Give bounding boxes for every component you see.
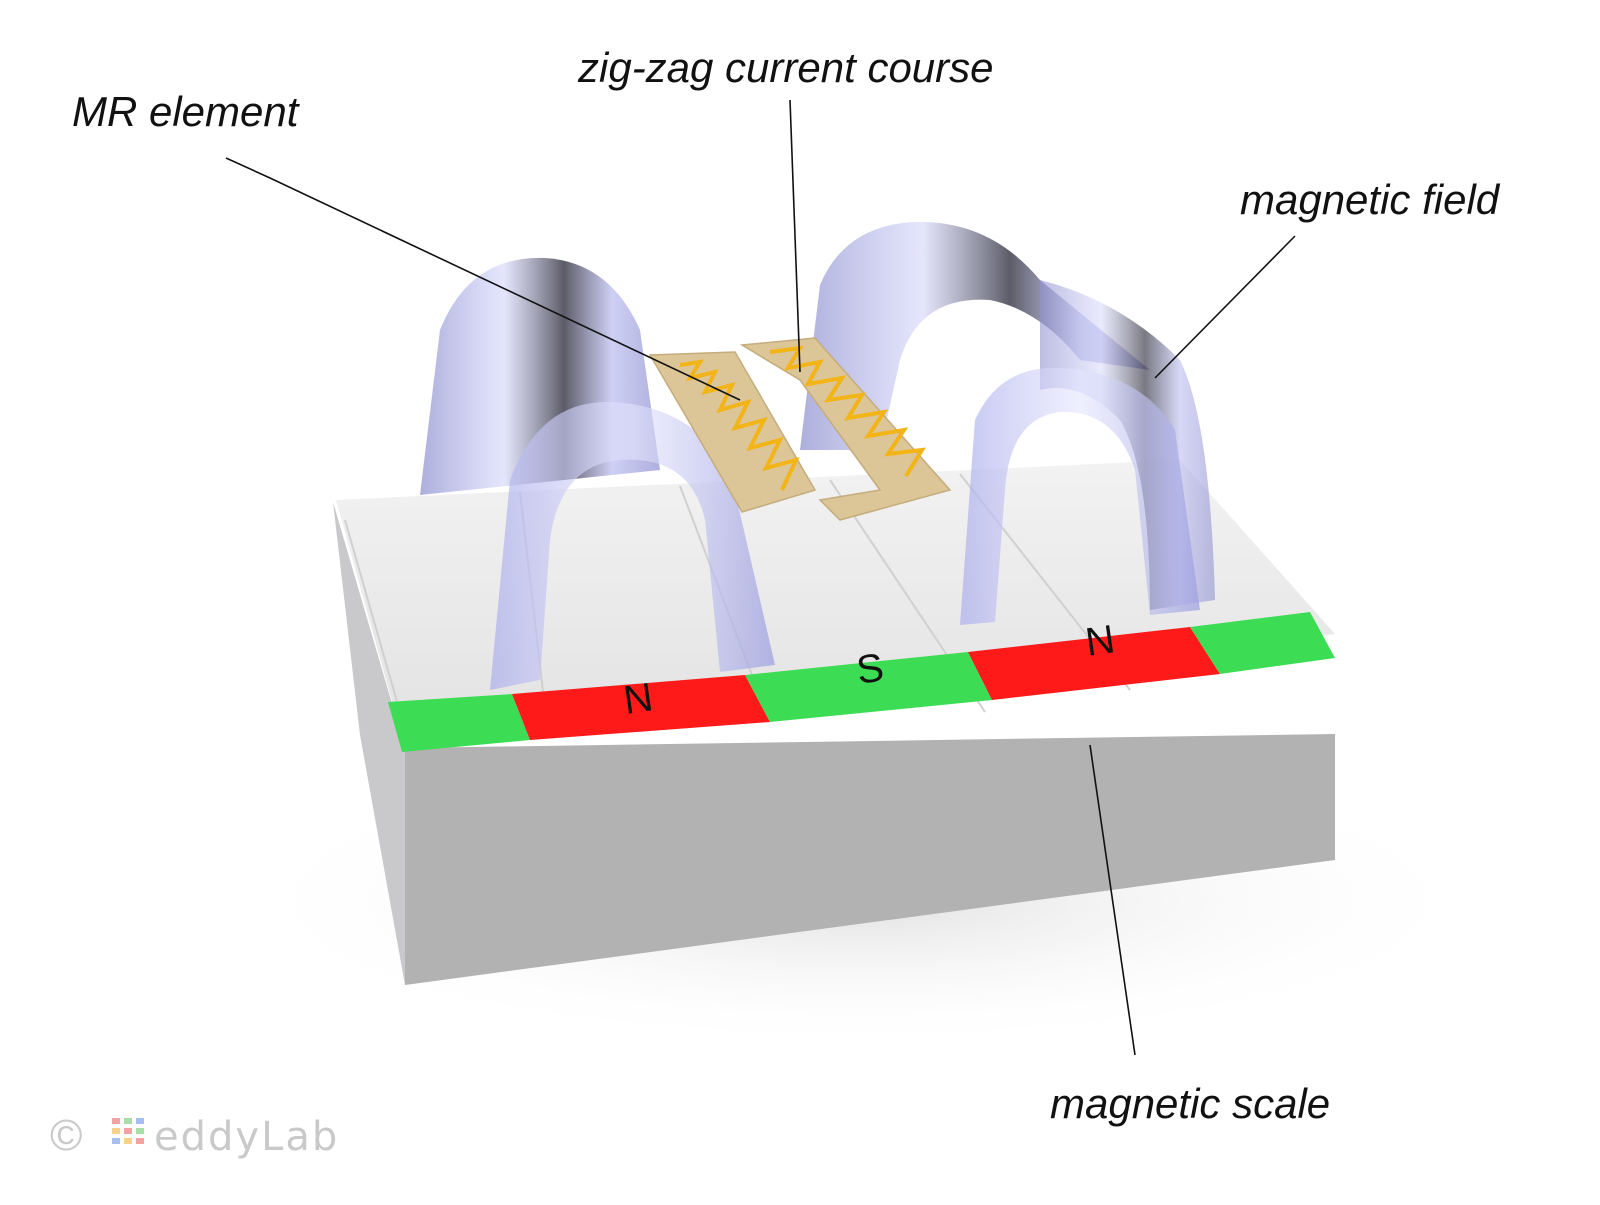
leader-magnetic-field [1154, 235, 1296, 379]
zigzag-trace-right [769, 345, 926, 478]
mr-element [648, 337, 952, 521]
mr-substrate-left [648, 351, 817, 513]
scale-left-face [333, 502, 405, 985]
copyright-symbol: © [50, 1111, 82, 1160]
pole-label-n-right: N [1083, 617, 1118, 665]
leader-mr-element [225, 157, 741, 401]
eddylab-logo-icon [112, 1118, 144, 1144]
pole-green-s [745, 652, 992, 722]
label-magnetic-scale: magnetic scale [1050, 1080, 1330, 1127]
scale-top-face [336, 460, 1335, 748]
pole-green-right [1190, 612, 1335, 674]
zigzag-trace-left [679, 359, 800, 491]
label-zigzag-current-course: zig-zag current course [577, 44, 994, 91]
pole-red-n-right [968, 627, 1220, 700]
leader-lines [225, 99, 1296, 1056]
scale-front-face [405, 734, 1335, 985]
field-tube-front-right [960, 367, 1200, 625]
label-mr-element: MR element [72, 88, 301, 135]
pole-label-n-front: N [621, 675, 656, 723]
pole-green-left [388, 694, 530, 752]
field-tube-back-right [800, 221, 1150, 450]
leader-zigzag [789, 99, 801, 373]
pole-label-s-middle: S [854, 645, 887, 692]
mr-substrate-right [739, 337, 952, 521]
eddylab-brand: eddyLab [154, 1114, 339, 1160]
pole-red-n-front [512, 675, 770, 740]
leader-magnetic-scale [1089, 744, 1136, 1056]
label-magnetic-field: magnetic field [1240, 176, 1501, 223]
field-tube-front-left [490, 401, 775, 690]
copyright-mark: © eddyLab [50, 1111, 339, 1160]
